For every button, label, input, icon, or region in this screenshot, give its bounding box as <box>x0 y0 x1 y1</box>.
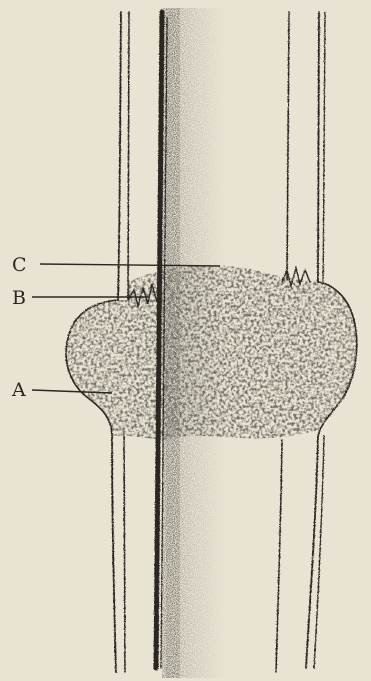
left-inner-cortex-line-lower <box>124 436 125 672</box>
label-c: C <box>12 254 27 276</box>
right-outer-cortex-line <box>318 12 319 282</box>
left-inner-cortex-line <box>128 12 129 300</box>
label-a: A <box>11 379 26 401</box>
label-b: B <box>12 287 26 309</box>
